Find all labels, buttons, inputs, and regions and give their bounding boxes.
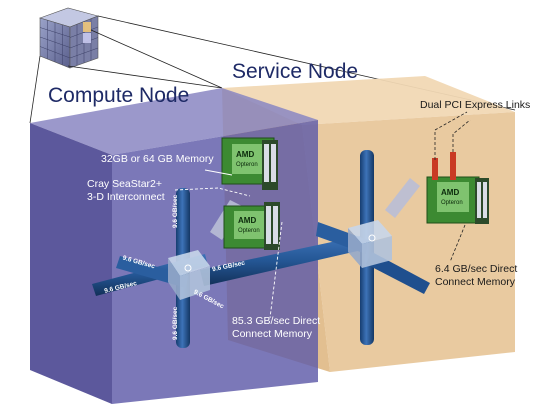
pci-links-label: Dual PCI Express Links xyxy=(420,99,531,111)
leader-lines xyxy=(174,169,283,319)
chip-upper-model: Opteron xyxy=(236,162,258,168)
compute-node-title: Compute Node xyxy=(48,84,190,107)
service-bandwidth-line1: 6.4 GB/sec Direct xyxy=(435,263,518,275)
compute-chip-lower xyxy=(223,202,280,250)
chip-lower-brand: AMD xyxy=(238,216,257,225)
service-node-title: Service Node xyxy=(232,60,359,83)
pci-express-links xyxy=(432,152,456,180)
compute-node-box xyxy=(30,88,318,404)
compute-bandwidth-line1: 85.3 GB/sec Direct xyxy=(232,315,321,327)
service-bandwidth-line2: Connect Memory xyxy=(435,276,515,288)
pci-leader-lines xyxy=(434,111,471,263)
system-cube-icon xyxy=(39,7,99,69)
router-block-service xyxy=(348,220,392,268)
link-rate-vertical-bottom: 9.6 GB/sec xyxy=(172,306,179,340)
service-chip-model: Opteron xyxy=(441,200,463,206)
service-chip xyxy=(426,176,489,224)
memory-options-label: 32GB or 64 GB Memory xyxy=(101,153,214,165)
router-block-compute xyxy=(168,250,210,300)
link-rate-vertical-top: 9.6 GB/sec xyxy=(172,194,179,228)
interconnect-label-line2: 3-D Interconnect xyxy=(87,191,165,203)
interconnect-label-line1: Cray SeaStar2+ xyxy=(87,178,162,190)
compute-bandwidth-line2: Connect Memory xyxy=(232,328,312,340)
chip-lower-model: Opteron xyxy=(238,228,260,234)
chip-upper-brand: AMD xyxy=(236,150,255,159)
compute-chip-upper xyxy=(221,137,278,190)
service-chip-brand: AMD xyxy=(441,188,460,197)
